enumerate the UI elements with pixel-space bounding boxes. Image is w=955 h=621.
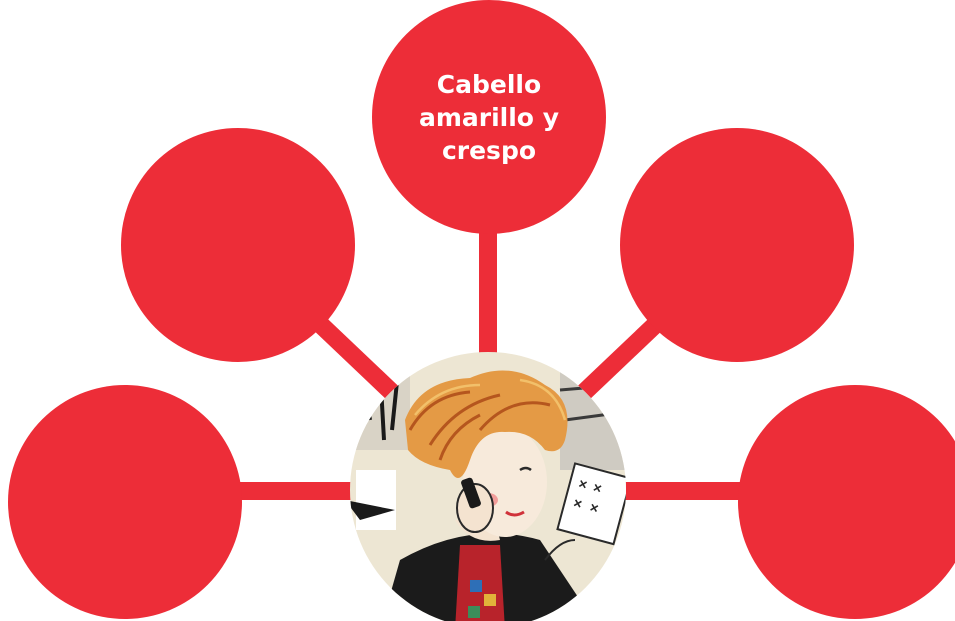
node-top xyxy=(372,0,606,234)
connector-top xyxy=(479,230,497,370)
node-lower-left xyxy=(8,385,242,619)
center-illustration xyxy=(350,352,626,621)
connector-left xyxy=(220,482,360,500)
node-top-label: Cabello amarillo y crespo xyxy=(418,70,559,165)
node-lower-right xyxy=(738,385,955,619)
connector-right xyxy=(618,482,758,500)
node-upper-left xyxy=(121,128,355,362)
node-upper-right xyxy=(620,128,854,362)
